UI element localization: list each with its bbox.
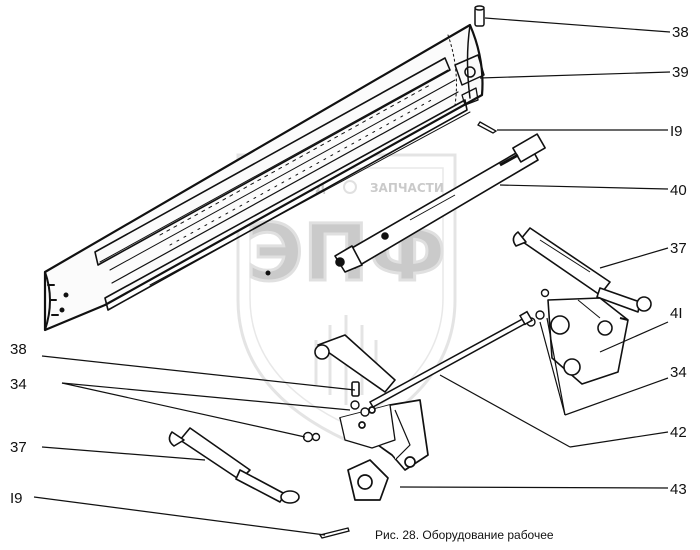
leader-lines: [33, 17, 671, 536]
watermark-gear-icon: [343, 180, 357, 194]
callout-19-bottom: I9: [10, 490, 23, 507]
figure-caption: Рис. 28. Оборудование рабочее: [375, 528, 554, 542]
callout-41: 4I: [670, 305, 683, 322]
callout-37-right: 37: [670, 240, 687, 257]
callout-43: 43: [670, 481, 687, 498]
callout-38-top: 38: [672, 24, 689, 41]
callout-labels: 38 39 I9 40 37 4I 34 42 43 38 34 37 I9: [10, 24, 689, 507]
strut-37-right: [512, 227, 652, 313]
callout-34-left: 34: [10, 376, 27, 393]
cotter-pin-19-top: [477, 121, 498, 134]
pin-38-top: [474, 5, 485, 27]
bracket-43: [339, 399, 429, 501]
blade: [43, 23, 485, 332]
callout-34-right: 34: [670, 364, 687, 381]
lever-38-left: [314, 334, 396, 397]
cotter-pin-19-bottom: [318, 527, 350, 539]
callout-19-top: I9: [670, 123, 683, 140]
bracket-41: [547, 297, 629, 385]
strut-37-left: [168, 427, 300, 504]
callout-38-left: 38: [10, 341, 27, 358]
callout-37-left: 37: [10, 439, 27, 456]
watermark-text-right: ЗАПЧАСТИ: [370, 181, 444, 195]
rod-42: [368, 310, 533, 409]
callout-42: 42: [670, 424, 687, 441]
callout-39: 39: [672, 64, 689, 81]
callout-40: 40: [670, 182, 687, 199]
hydraulic-cylinder-40: [334, 133, 546, 273]
